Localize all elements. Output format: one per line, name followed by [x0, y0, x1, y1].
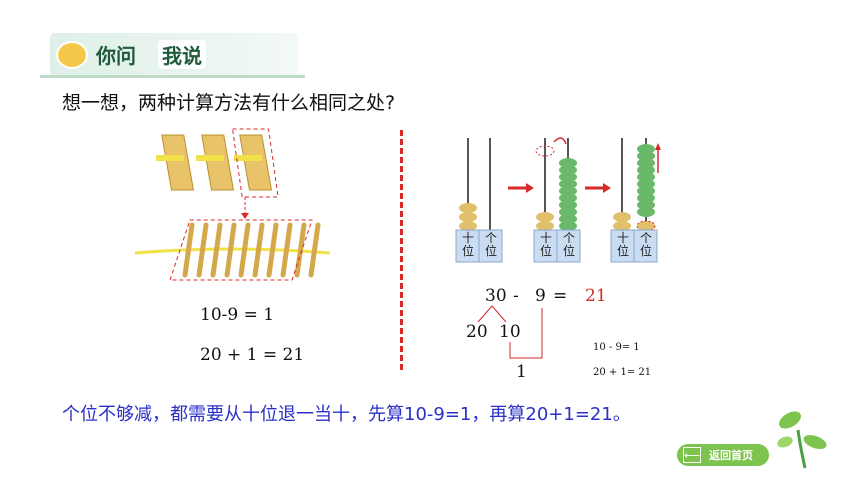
- conclusion-text: 个位不够减，都需要从十位退一当十，先算10-9=1，再算20+1=21。: [62, 404, 631, 425]
- abacus-1: [459, 138, 491, 231]
- place-tens-3: 十位: [616, 231, 629, 258]
- split-lines: [477, 305, 543, 359]
- banner-underline: [40, 75, 305, 78]
- main-eq-sub: 9: [535, 286, 546, 306]
- place-tens-1: 十位: [461, 231, 474, 258]
- small-equation-1: 10 - 9= 1: [593, 342, 640, 353]
- back-arrow-icon[interactable]: ⟵: [683, 447, 701, 463]
- place-ones-3: 个位: [639, 231, 652, 258]
- place-ones-2: 个位: [562, 231, 575, 258]
- stick-bundle-2: [196, 134, 235, 191]
- main-eq-left: 30: [485, 286, 507, 306]
- place-tens-2: 十位: [539, 231, 552, 258]
- abacus-illustration: [455, 137, 661, 263]
- split-ten: 10: [499, 322, 521, 342]
- main-eq-minus: -: [513, 286, 519, 306]
- stick-bundle-1: [156, 134, 195, 191]
- abacus-2: [535, 137, 577, 231]
- main-eq-result: 21: [585, 286, 607, 306]
- reading-child-icon: [56, 41, 88, 69]
- abacus-3: [613, 138, 661, 232]
- small-equation-2: 20 + 1= 21: [593, 367, 652, 378]
- split-one: 1: [516, 362, 527, 382]
- red-dashed-divider: [400, 130, 403, 370]
- main-eq-equals: =: [553, 286, 568, 306]
- home-button-label[interactable]: 返回首页: [709, 449, 753, 462]
- equation-2: 20 + 1 = 21: [200, 345, 305, 365]
- sprout-icon: [777, 411, 827, 469]
- question-text: 想一想，两种计算方法有什么相同之处?: [62, 92, 396, 114]
- split-twenty: 20: [466, 322, 488, 342]
- equation-1: 10-9 = 1: [200, 305, 275, 325]
- stick-bundle-3: [234, 134, 273, 191]
- sticks-illustration: [134, 128, 330, 281]
- banner-title-part1: 你问: [96, 44, 136, 68]
- banner-title-part2: 我说: [158, 40, 206, 69]
- place-ones-1: 个位: [484, 231, 497, 258]
